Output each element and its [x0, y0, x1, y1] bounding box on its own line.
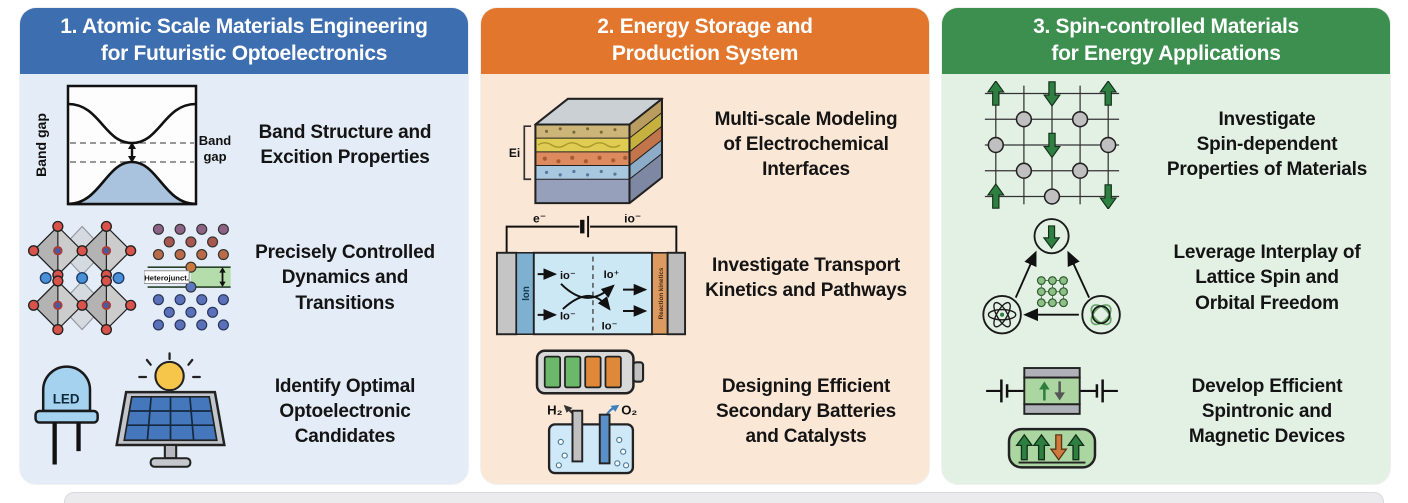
row-label-band-structure: Band Structure and Excition Properties — [258, 121, 432, 168]
row-optoelectronic-candidates: LED — [26, 345, 462, 478]
led-label: LED — [53, 392, 80, 407]
ion-in-bottom-label: Io⁻ — [560, 311, 576, 323]
three-panel-infographic: 1. Atomic Scale Materials Engineering fo… — [20, 8, 1390, 484]
panel-3-body: Investigate Spin-dependent Properties of… — [942, 74, 1390, 484]
row-label-lattice-spin-orbital: Leverage Interplay of Lattice Spin and O… — [1173, 242, 1361, 314]
h2-label: H₂ — [547, 403, 562, 418]
interface-energy-label: Ei — [509, 146, 520, 160]
panel-2-body: Ei Multi-scale Modeling of Electrochemic… — [481, 74, 929, 484]
heterojunction-icon: Heterojunct. — [143, 223, 231, 331]
panel-1-body: Band gap Band gap Band Structure and Exc… — [20, 74, 468, 484]
panel-3-title: 3. Spin-controlled Materials for Energy … — [942, 8, 1390, 74]
electrolysis-icon: H₂ O₂ — [547, 403, 637, 475]
row-label-optoelectronic-candidates: Identify Optimal Optoelectronic Candidat… — [274, 375, 416, 447]
panel-energy-storage: 2. Energy Storage and Production System — [481, 8, 929, 484]
row-label-spintronic-devices: Develop Efficient Spintronic and Magneti… — [1188, 375, 1346, 447]
row-multiscale-modeling: Ei Multi-scale Modeling of Electrochemic… — [487, 78, 923, 211]
panel-1-title: 1. Atomic Scale Materials Engineering fo… — [20, 8, 468, 74]
ion-in-top-label: io⁻ — [560, 270, 576, 282]
atom-icon — [982, 294, 1022, 335]
row-controlled-dynamics: Heterojunct. Precisely Controlled Dynami… — [26, 211, 462, 344]
panel-optoelectronics: 1. Atomic Scale Materials Engineering fo… — [20, 8, 468, 484]
row-label-spin-properties: Investigate Spin-dependent Properties of… — [1166, 109, 1368, 181]
kinetics-strip-label: Reaction kinetics — [658, 267, 665, 319]
row-label-batteries-catalysts: Designing Efficient Secondary Batteries … — [716, 375, 896, 447]
spin-orbital-triangle-icon — [982, 218, 1121, 335]
panel-spin-materials: 3. Spin-controlled Materials for Energy … — [942, 8, 1390, 484]
row-transport-kinetics: e⁻ io⁻ Ion Reaction kinetics io⁻ Io⁻ — [487, 211, 923, 344]
layered-stack-icon: Ei — [509, 97, 664, 204]
next-section-edge — [64, 492, 1384, 503]
perovskite-crystal-icon — [27, 220, 137, 336]
ion-out-top-label: Io⁺ — [604, 269, 620, 281]
row-label-multiscale-modeling: Multi-scale Modeling of Electrochemical … — [714, 109, 898, 181]
row-spintronic-devices: Develop Efficient Spintronic and Magneti… — [948, 345, 1384, 478]
o2-label: O₂ — [621, 403, 637, 418]
band-gap-label-line2: gap — [203, 149, 226, 164]
band-gap-label-line1: Band — [198, 133, 231, 148]
spintronic-device-icon — [986, 367, 1118, 469]
panel-2-title: 2. Energy Storage and Production System — [481, 8, 929, 74]
row-spin-properties: Investigate Spin-dependent Properties of… — [948, 78, 1384, 211]
orbital-icon — [1081, 294, 1121, 335]
row-label-controlled-dynamics: Precisely Controlled Dynamics and Transi… — [255, 242, 435, 314]
band-structure-icon: Band gap Band gap — [33, 84, 231, 205]
heterojunction-label: Heterojunct. — [144, 273, 189, 282]
solar-panel-icon — [115, 352, 227, 469]
lattice-dots — [1036, 276, 1068, 308]
band-gap-axis-label: Band gap — [33, 113, 49, 177]
ion-out-bottom-label: Io⁻ — [602, 320, 618, 332]
electrochemical-cell-icon: e⁻ io⁻ Ion Reaction kinetics io⁻ Io⁻ — [495, 214, 687, 336]
spin-lattice-icon — [984, 80, 1120, 209]
ion-wire-label: io⁻ — [624, 214, 641, 226]
row-label-transport-kinetics: Investigate Transport Kinetics and Pathw… — [705, 254, 907, 301]
ion-strip-label: Ion — [521, 286, 532, 301]
battery-icon — [535, 349, 645, 395]
row-lattice-spin-orbital: Leverage Interplay of Lattice Spin and O… — [948, 211, 1384, 344]
led-icon: LED — [34, 365, 99, 465]
row-batteries-catalysts: H₂ O₂ Designi — [487, 345, 923, 478]
row-band-structure: Band gap Band gap Band Structure and Exc… — [26, 78, 462, 211]
electron-label: e⁻ — [533, 214, 546, 226]
